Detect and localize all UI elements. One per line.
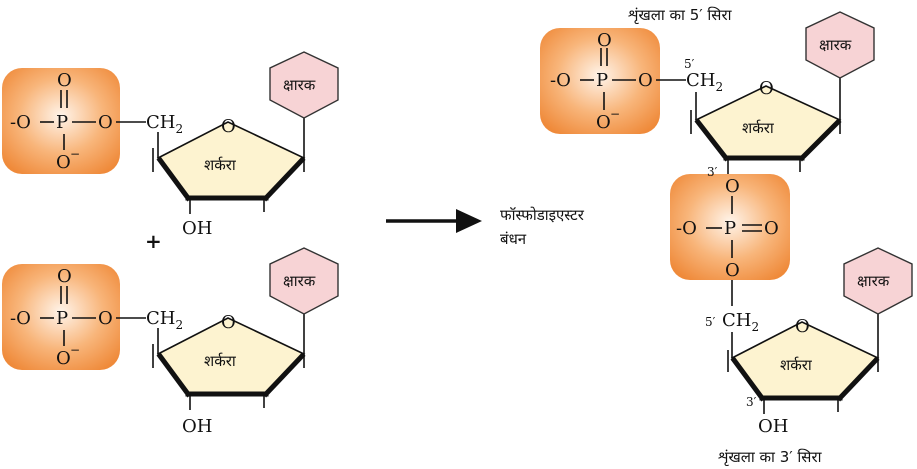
bond-name-line1: फॉस्फोडाइएस्टर: [500, 206, 585, 224]
ch2-group: CH2: [146, 308, 183, 332]
strand-5prime-end-label: शृंखला का 5′ सिरा: [628, 6, 733, 25]
bridge-oxygen: O: [98, 308, 113, 329]
sugar-label: शर्करा: [204, 352, 237, 370]
hydroxyl-3prime: OH: [182, 218, 212, 239]
bottom-oxygen: O: [56, 348, 71, 369]
sugar-ring-front-edge: [730, 356, 766, 402]
bottom-oxygen-charge: −: [70, 147, 80, 161]
sugar-label: शर्करा: [780, 356, 813, 374]
reaction-arrow: [386, 209, 482, 233]
bottom-oxygen: O: [56, 152, 71, 173]
sugar-ring-front-edge: [156, 156, 192, 202]
top-oxygen: O: [57, 266, 72, 287]
strand-3prime-end-label: शृंखला का 3′ सिरा: [718, 448, 823, 467]
phosphodiester-phosphate: 3′ O -O P O O: [670, 165, 790, 306]
base-hexagon: [269, 247, 339, 315]
phosphate-o-minus-left: -O: [10, 308, 31, 329]
dinucleotide-upper-unit: -O P O O O − 5′ CH2 O शर्करा क्षारक: [540, 11, 875, 176]
top-oxygen: O: [57, 70, 72, 91]
base-label: क्षारक: [283, 76, 316, 94]
sugar-label: शर्करा: [742, 119, 775, 137]
prime-3-label: 3′: [746, 395, 757, 409]
phosphorus-atom: P: [56, 308, 68, 329]
ch2-group: CH2: [146, 112, 183, 136]
phosphorus-atom: P: [56, 112, 68, 133]
phosphate-o-minus-left: -O: [550, 70, 571, 91]
ring-oxygen: O: [221, 116, 236, 137]
plus-sign: +: [145, 229, 162, 253]
phosphate-group-box: [2, 68, 120, 174]
phosphorus-atom: P: [724, 218, 736, 239]
phosphate-group-box: [540, 28, 660, 134]
bond-name-line2: बंधन: [500, 230, 527, 248]
dinucleotide-lower-unit: 5′ CH2 O शर्करा 3′ OH क्षारक: [705, 247, 913, 437]
sugar-label: शर्करा: [204, 156, 237, 174]
base-label: क्षारक: [857, 272, 890, 290]
lower-bridge-oxygen: O: [725, 260, 740, 281]
ch2-group: CH2: [686, 70, 723, 94]
phosphate-o-minus-left: -O: [10, 112, 31, 133]
sugar-ring-front-edge: [262, 156, 306, 202]
sugar-ring-front-edge: [156, 352, 192, 398]
base-label: क्षारक: [283, 272, 316, 290]
phosphate-group-box: [670, 174, 790, 280]
base-hexagon: [843, 247, 913, 315]
bottom-oxygen-charge: −: [70, 343, 80, 357]
prime-5-label: 5′: [705, 315, 716, 329]
ring-oxygen: O: [759, 78, 774, 99]
base-label: क्षारक: [819, 36, 852, 54]
ring-oxygen: O: [221, 312, 236, 333]
upper-bridge-oxygen: O: [725, 176, 740, 197]
phosphate-o-minus-left: -O: [676, 218, 697, 239]
sugar-ring-front-edge: [836, 356, 880, 402]
prime-5-label: 5′: [684, 57, 695, 71]
hydroxyl-3prime: OH: [182, 416, 212, 437]
ring-oxygen: O: [795, 316, 810, 337]
bridge-oxygen: O: [98, 112, 113, 133]
hydroxyl-3prime: OH: [758, 416, 788, 437]
sugar-ring-front-edge: [262, 352, 306, 398]
base-hexagon: [269, 51, 339, 119]
bottom-oxygen-charge: −: [610, 107, 620, 121]
double-bonded-oxygen: O: [764, 218, 779, 239]
bottom-oxygen: O: [596, 112, 611, 133]
sugar-ring-front-edge: [694, 118, 730, 162]
arrow-head: [456, 209, 482, 233]
nucleotide-1: -O P O O O − CH2 O शर्करा OH क्षारक: [2, 51, 339, 239]
phosphate-group-box: [2, 264, 120, 370]
ch2-group: CH2: [722, 310, 759, 334]
base-hexagon: [805, 11, 875, 79]
sugar-ring-front-edge: [798, 118, 842, 162]
top-oxygen: O: [597, 30, 612, 51]
prime-3-label: 3′: [707, 165, 718, 179]
phosphorus-atom: P: [596, 70, 608, 91]
nucleotide-2: -O P O O O − CH2 O शर्करा OH क्षारक: [2, 247, 339, 437]
bridge-oxygen: O: [638, 70, 653, 91]
